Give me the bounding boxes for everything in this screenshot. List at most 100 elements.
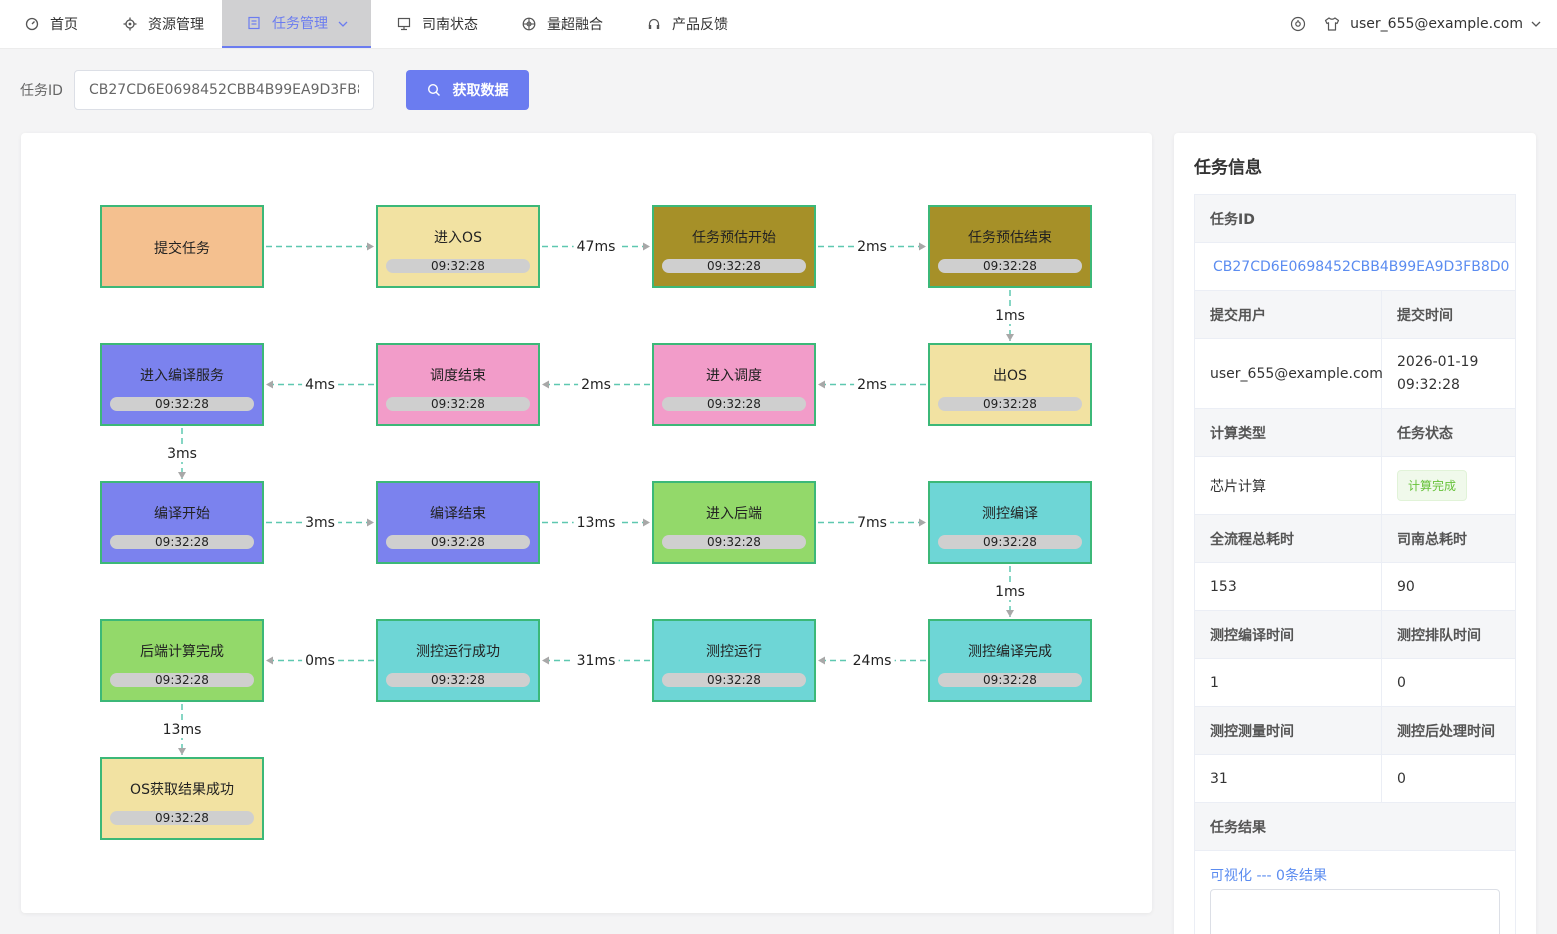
flow-node[interactable]: 提交任务 — [100, 205, 264, 288]
visualize-link[interactable]: 可视化 --- 0条结果 — [1210, 868, 1327, 884]
flow-arrowhead — [178, 472, 186, 479]
flow-node-title: 任务预估结束 — [968, 230, 1052, 246]
headset-icon — [646, 16, 662, 32]
flow-node-time: 09:32:28 — [662, 673, 806, 687]
nav-item-feedback[interactable]: 产品反馈 — [646, 0, 728, 48]
post-time-header: 测控后处理时间 — [1397, 723, 1495, 740]
chevron-down-icon[interactable] — [1531, 21, 1541, 27]
flow-node-title: 测控运行 — [706, 644, 762, 660]
flow-edge-label: 2ms — [854, 376, 890, 393]
task-id-label: 任务ID — [20, 83, 63, 99]
flow-edge-label: 4ms — [302, 376, 338, 393]
flow-node-time: 09:32:28 — [110, 397, 254, 411]
flow-edge-label: 13ms — [159, 721, 205, 738]
flow-node-title: 调度结束 — [430, 368, 486, 384]
nav-item-label: 产品反馈 — [672, 17, 728, 33]
flow-node[interactable]: 测控编译 09:32:28 — [928, 481, 1092, 564]
flow-node-time: 09:32:28 — [938, 535, 1082, 549]
monitor-icon — [396, 16, 412, 32]
task-id-value[interactable]: CB27CD6E0698452CBB4B99EA9D3FB8D0 — [1213, 258, 1510, 275]
flow-edge-label: 2ms — [854, 238, 890, 255]
locale-icon[interactable] — [1290, 16, 1306, 32]
info-row-head: 任务ID — [1195, 195, 1515, 243]
flow-node-title: 任务预估开始 — [692, 230, 776, 246]
flow-node-time: 09:32:28 — [386, 673, 530, 687]
task-info-title: 任务信息 — [1194, 158, 1262, 178]
nav-item-home[interactable]: 首页 — [24, 0, 78, 48]
flow-edge-label: 1ms — [992, 307, 1028, 324]
task-id-input[interactable] — [74, 70, 374, 110]
flow-arrowhead — [1006, 610, 1014, 617]
flow-node-time: 09:32:28 — [662, 397, 806, 411]
flow-node[interactable]: 调度结束 09:32:28 — [376, 343, 540, 426]
flow-node[interactable]: 进入调度 09:32:28 — [652, 343, 816, 426]
flow-node-time: 09:32:28 — [662, 259, 806, 273]
info-row-head: 提交用户 提交时间 — [1195, 291, 1515, 339]
flow-node-title: 测控编译完成 — [968, 644, 1052, 660]
result-header: 任务结果 — [1210, 819, 1266, 836]
flow-node-title: 测控编译 — [982, 506, 1038, 522]
nav-item-resource[interactable]: 资源管理 — [122, 0, 204, 48]
submit-user-header: 提交用户 — [1195, 291, 1382, 338]
flow-node-time: 09:32:28 — [938, 259, 1082, 273]
flow-node[interactable]: 进入编译服务 09:32:28 — [100, 343, 264, 426]
nav-item-label: 任务管理 — [272, 16, 328, 32]
fetch-data-button[interactable]: 获取数据 — [406, 70, 529, 110]
flow-node-title: 编译开始 — [154, 506, 210, 522]
flow-node[interactable]: 编译结束 09:32:28 — [376, 481, 540, 564]
flow-node-time: 09:32:28 — [386, 535, 530, 549]
info-row-head: 测控测量时间 测控后处理时间 — [1195, 707, 1515, 755]
info-row-head: 计算类型 任务状态 — [1195, 409, 1515, 457]
nav-item-sinan-status[interactable]: 司南状态 — [396, 0, 478, 48]
info-row: 1 0 — [1195, 659, 1515, 707]
post-time-value: 0 — [1397, 770, 1406, 787]
flow-arrowhead — [367, 518, 374, 527]
total-time-header: 全流程总耗时 — [1195, 515, 1382, 562]
flow-node-title: 进入OS — [434, 230, 482, 246]
flow-edge-label: 1ms — [992, 583, 1028, 600]
total-time-value: 153 — [1195, 563, 1382, 610]
flow-edge-label: 13ms — [573, 514, 619, 531]
flow-node-title: OS获取结果成功 — [130, 782, 234, 798]
sinan-time-value: 90 — [1397, 578, 1415, 595]
user-email[interactable]: user_655@example.com — [1350, 16, 1523, 32]
result-section: 可视化 --- 0条结果 — [1195, 851, 1515, 934]
result-link-wrap: 可视化 --- 0条结果 — [1195, 865, 1515, 885]
flow-node-title: 后端计算完成 — [140, 644, 224, 660]
task-id-header: 任务ID — [1210, 211, 1255, 228]
flow-node-title: 进入编译服务 — [140, 368, 224, 384]
result-box[interactable] — [1210, 889, 1500, 934]
flow-node-time: 09:32:28 — [110, 535, 254, 549]
flow-node[interactable]: 任务预估开始 09:32:28 — [652, 205, 816, 288]
submit-user-value: user_655@example.com — [1195, 339, 1383, 408]
flow-edge-label: 24ms — [849, 652, 895, 669]
flow-edge-label: 2ms — [578, 376, 614, 393]
task-icon — [246, 15, 262, 31]
submit-time-value: 2026-01-19 09:32:28 — [1397, 353, 1479, 393]
compile-time-value: 1 — [1195, 659, 1382, 706]
flow-node-time: 09:32:28 — [386, 397, 530, 411]
nav-item-quantum-fusion[interactable]: 量超融合 — [521, 0, 603, 48]
flow-node-title: 编译结束 — [430, 506, 486, 522]
user-area: user_655@example.com — [1290, 0, 1557, 48]
flow-edge-label: 47ms — [573, 238, 619, 255]
flow-node[interactable]: 编译开始 09:32:28 — [100, 481, 264, 564]
status-badge: 计算完成 — [1397, 470, 1468, 501]
flow-arrowhead — [919, 242, 926, 251]
flow-node[interactable]: 测控运行 09:32:28 — [652, 619, 816, 702]
flow-edge-label: 3ms — [302, 514, 338, 531]
flow-node-title: 进入调度 — [706, 368, 762, 384]
flow-arrowhead — [818, 656, 825, 665]
chevron-down-icon — [338, 15, 348, 31]
flow-arrowhead — [1006, 334, 1014, 341]
flow-node[interactable]: 任务预估结束 09:32:28 — [928, 205, 1092, 288]
nav-item-task-management[interactable]: 任务管理 — [222, 0, 371, 48]
